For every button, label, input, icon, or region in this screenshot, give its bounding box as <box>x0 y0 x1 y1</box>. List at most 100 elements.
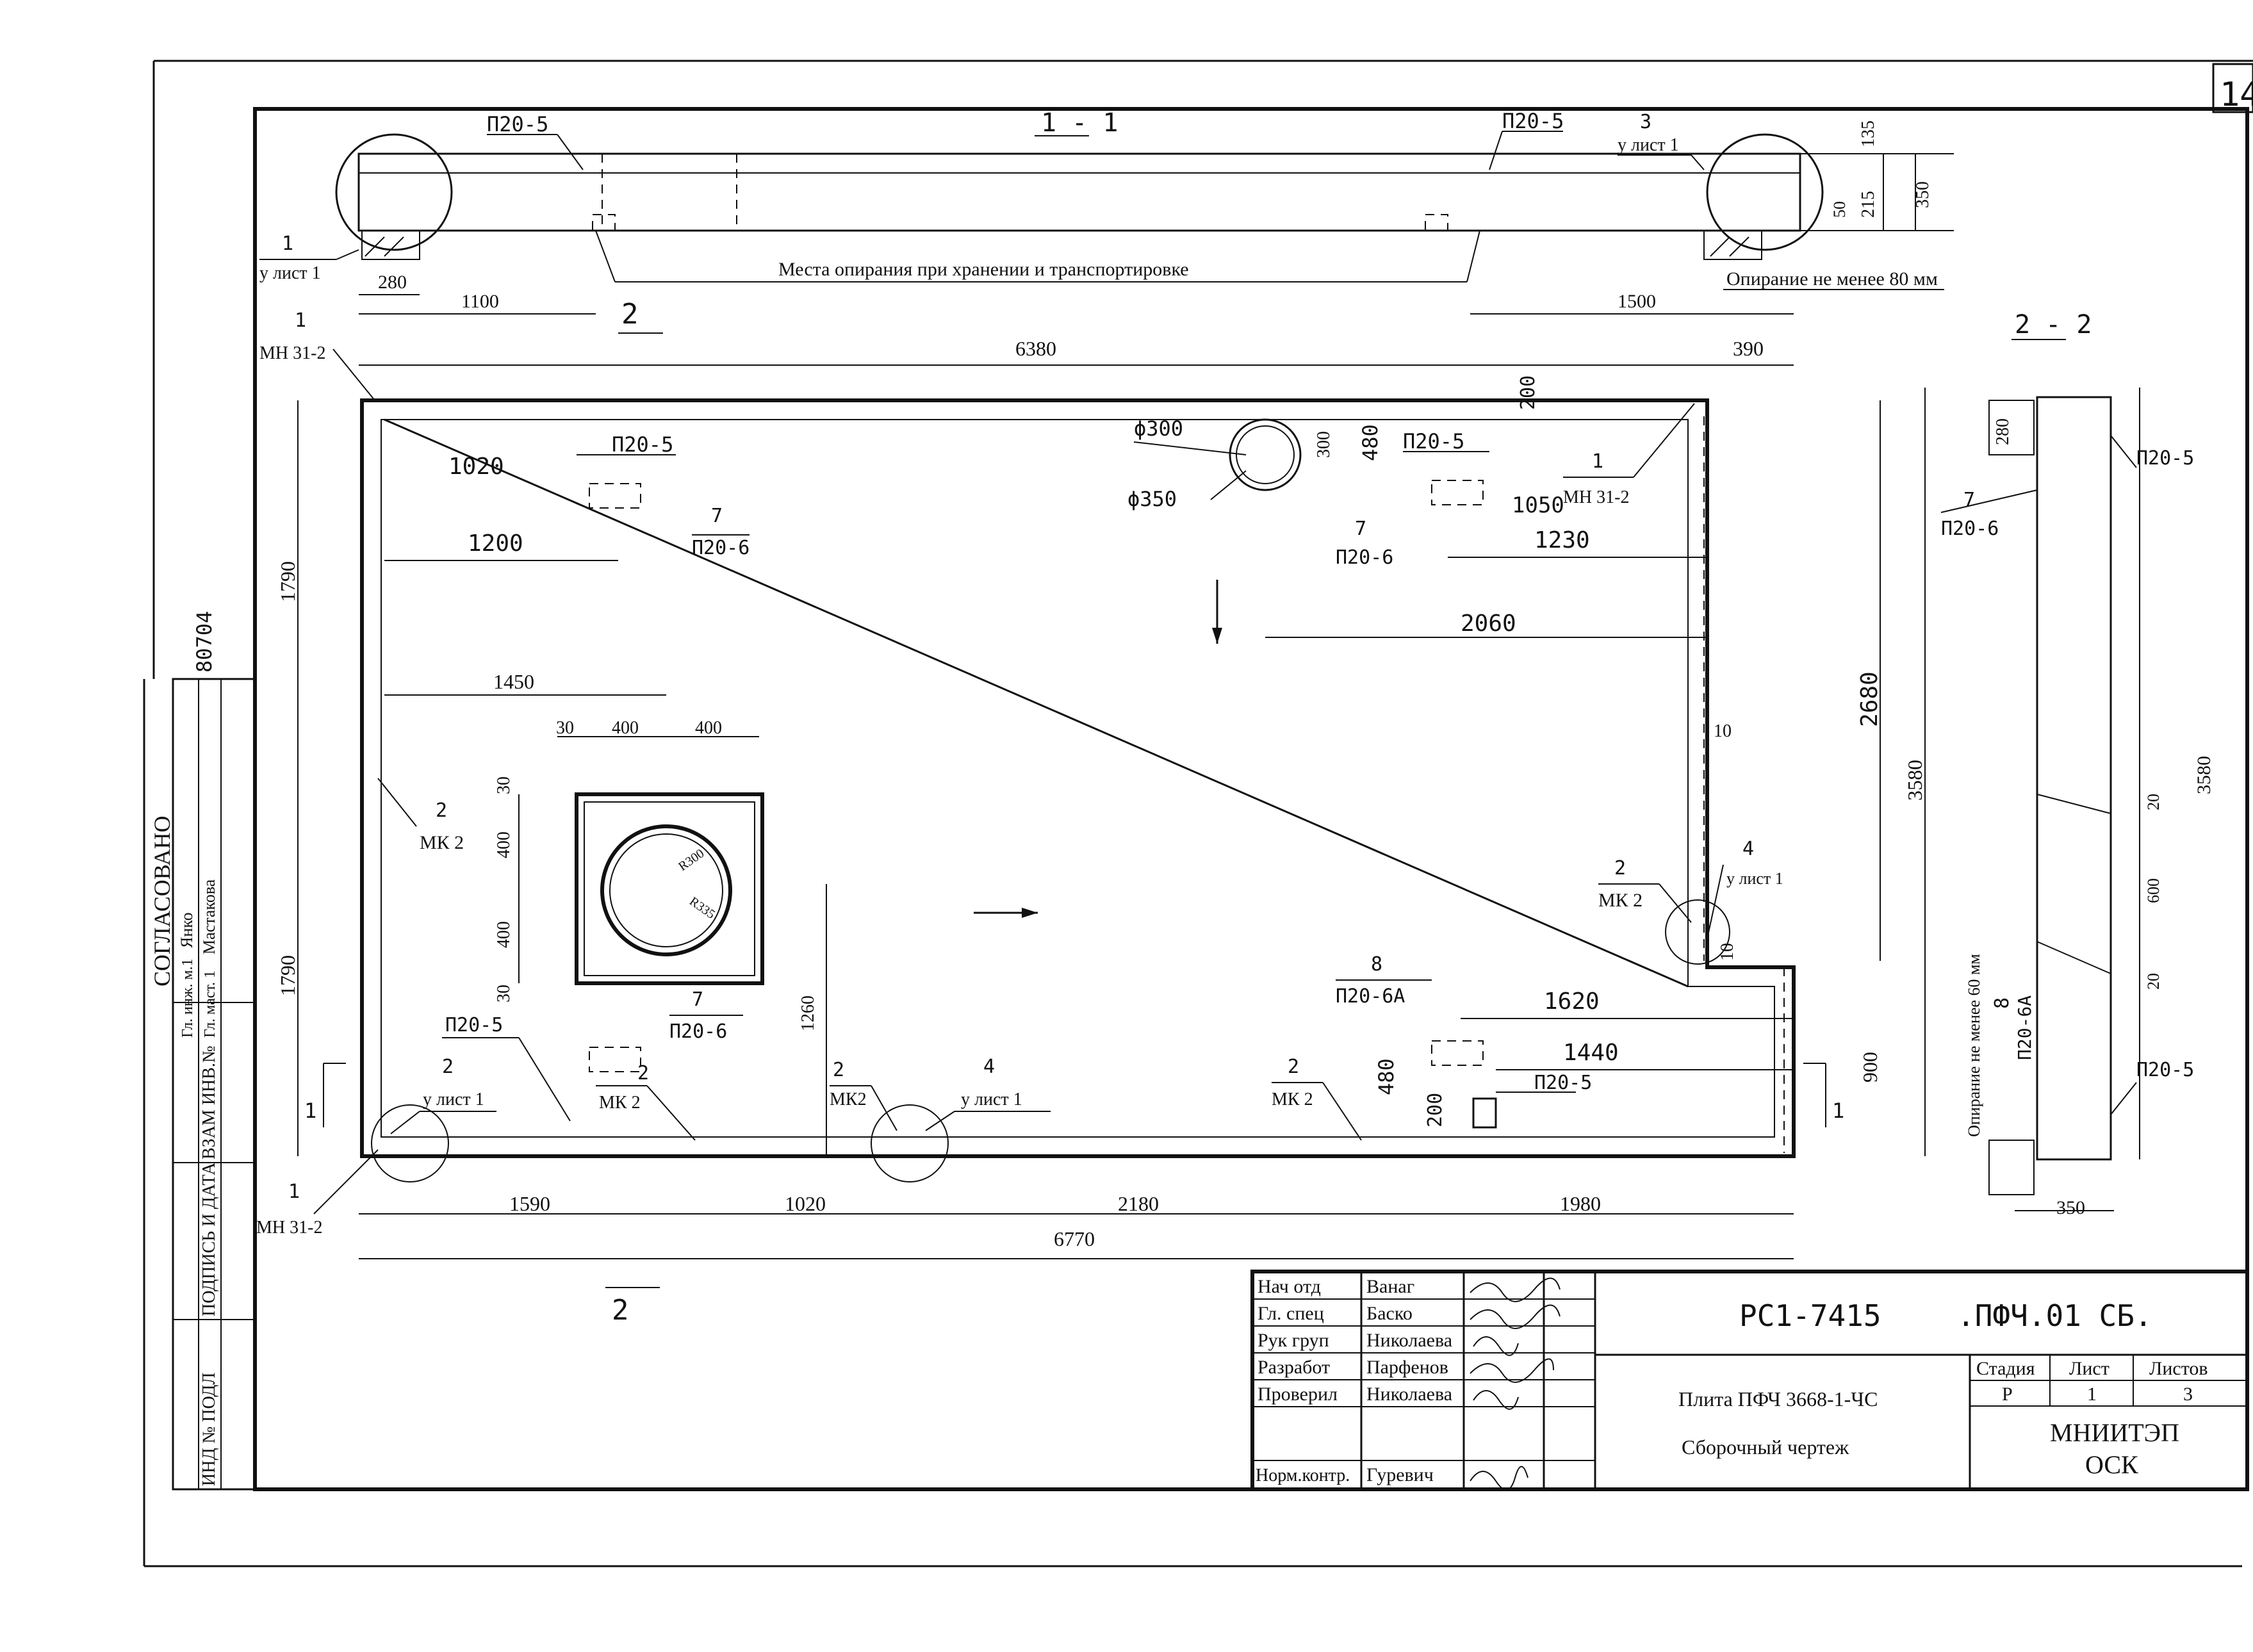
tb-name-0: Ванаг <box>1366 1276 1414 1297</box>
dim-2680: 2680 <box>1856 671 1883 727</box>
part-p20-5-c: П20-5 <box>1534 1072 1592 1094</box>
dim-1050: 1050 <box>1512 493 1564 518</box>
part-4-right: 4 <box>1742 838 1754 860</box>
tb-role-4: Проверил <box>1258 1384 1338 1405</box>
part-p20-6a: П20-6А <box>1336 985 1405 1008</box>
dim-1450: 1450 <box>493 670 534 693</box>
sheet-value: 1 <box>2087 1384 2097 1405</box>
tb-role-6: Норм.контр. <box>1256 1466 1350 1485</box>
stamp-role-2: Гл. маст. 1 <box>202 970 218 1038</box>
dim-200-bottom: 200 <box>1424 1093 1446 1127</box>
sheet-number: 14 <box>2220 76 2253 114</box>
sec22-dim-20-b: 20 <box>2144 973 2163 990</box>
part-2-right: 2 <box>1614 857 1626 879</box>
diam-300: ϕ300 <box>1134 416 1183 441</box>
sec22-7: 7 <box>1963 489 1975 511</box>
product-name: Плита ПФЧ 3668-1-ЧС <box>1678 1387 1878 1411</box>
tb-name-6: Гуревич <box>1366 1464 1434 1485</box>
doc-type: Сборочный чертеж <box>1682 1435 1849 1459</box>
dim-1620: 1620 <box>1544 988 1600 1015</box>
tb-name-2: Николаева <box>1366 1330 1452 1351</box>
dim-215: 215 <box>1858 191 1878 218</box>
cut-2-top: 2 <box>621 298 639 331</box>
support-note: Места опирания при хранении и транспорти… <box>778 259 1189 280</box>
dim-400-c: 400 <box>494 831 514 858</box>
dim-1590: 1590 <box>509 1192 550 1215</box>
part-mk2b: МК2 <box>830 1090 867 1109</box>
sheets-label: Листов <box>2149 1358 2208 1379</box>
tb-role-2: Рук груп <box>1258 1330 1329 1351</box>
part-mk2-left: МК 2 <box>420 832 464 853</box>
part-mn31-2-tr: МН 31-2 <box>1563 487 1629 507</box>
dim-30-c: 30 <box>494 985 514 1002</box>
sec22-dim-600: 600 <box>2144 878 2163 903</box>
dim-50: 50 <box>1830 201 1849 218</box>
dim-1500: 1500 <box>1618 291 1656 312</box>
dim-2060: 2060 <box>1461 610 1516 637</box>
sec22-dim-20-a: 20 <box>2144 794 2163 810</box>
sec22-dim-3580: 3580 <box>2193 756 2215 794</box>
dim-1200: 1200 <box>468 530 523 557</box>
part-mk2-mid: МК 2 <box>599 1093 641 1113</box>
dim-280: 280 <box>378 272 407 293</box>
side-stamp: СОГЛАСОВАНО Гл. инж. м.1 Янко Гл. маст. … <box>149 611 256 1491</box>
radius-300: R300 <box>676 846 707 874</box>
section-1-1-title: 1 - 1 <box>1041 108 1118 138</box>
sec22-8: 8 <box>1991 997 2013 1009</box>
sec22-p20-5-bottom: П20-5 <box>2136 1059 2194 1081</box>
part-u-list-4-right: у лист 1 <box>1726 869 1783 888</box>
stamp-role-1: Гл. инж. м.1 <box>179 958 196 1038</box>
part-p20-6-c: П20-6 <box>669 1020 727 1043</box>
dim-1790-top: 1790 <box>276 561 299 602</box>
part-4-bottom: 4 <box>983 1056 995 1078</box>
dim-2180: 2180 <box>1118 1192 1159 1215</box>
dim-1100: 1100 <box>461 291 499 312</box>
tb-name-1: Баско <box>1366 1303 1413 1324</box>
sec22-dim-280: 280 <box>1993 418 2013 445</box>
diam-350: ϕ350 <box>1127 487 1177 511</box>
label-u-list-1: у лист 1 <box>259 263 321 283</box>
dim-135: 135 <box>1858 120 1878 147</box>
part-p20-6-b: П20-6 <box>1336 546 1393 569</box>
part-mk2-right: МК 2 <box>1598 890 1643 911</box>
stage-value: Р <box>2002 1384 2013 1405</box>
dim-1020-bottom: 1020 <box>785 1192 826 1215</box>
part-1-tl: 1 <box>295 309 306 332</box>
sec22-p20-6a: П20-6А <box>2014 995 2035 1060</box>
part-1-tr: 1 <box>1592 450 1603 473</box>
dim-1260: 1260 <box>798 995 818 1031</box>
plan-view: 6380 390 1590 1020 2180 1980 6770 1790 1… <box>256 309 1926 1327</box>
inv-number: 80704 <box>192 611 217 673</box>
dim-480-bottom: 480 <box>1374 1058 1398 1095</box>
section-2-2-title: 2 - 2 <box>2015 310 2092 339</box>
org-name: МНИИТЭП <box>2050 1418 2179 1447</box>
cut-2-bottom: 2 <box>612 1294 629 1327</box>
part-8: 8 <box>1371 953 1382 976</box>
bearing-note-80: Опирание не менее 80 мм <box>1726 268 1938 290</box>
dim-3580: 3580 <box>1903 760 1926 801</box>
part-p20-5-b: П20-5 <box>1403 429 1464 454</box>
tb-name-3: Парфенов <box>1366 1357 1448 1378</box>
part-2-bl: 2 <box>442 1056 454 1078</box>
stamp-col-vzam: ВЗАМ ИНВ.№ <box>199 1045 219 1159</box>
dim-6380: 6380 <box>1015 337 1056 360</box>
part-7-c: 7 <box>692 988 703 1011</box>
part-7-b: 7 <box>1355 518 1366 540</box>
part-7-a: 7 <box>711 505 723 527</box>
part-p20-5-a: П20-5 <box>612 432 673 457</box>
stamp-col-ind: ИНД № ПОДЛ <box>199 1373 219 1486</box>
label-u-list-3: у лист 1 <box>1618 135 1679 155</box>
radius-335: R335 <box>687 894 717 922</box>
label-3: 3 <box>1640 111 1651 133</box>
stamp-name-2: Мастакова <box>200 879 218 954</box>
dim-30-b: 30 <box>494 776 514 794</box>
dim-300-h: 300 <box>1314 431 1334 458</box>
cut-1-left: 1 <box>304 1099 316 1123</box>
tb-role-0: Нач отд <box>1258 1276 1321 1297</box>
dim-400-b: 400 <box>695 718 722 738</box>
part-2-mk2b: 2 <box>833 1059 844 1081</box>
section-2-2: 2 - 2 П20-5 7 П20-6 8 П20-6А П20-5 280 3… <box>1940 310 2215 1218</box>
stage-label: Стадия <box>1976 1358 2035 1379</box>
dim-400-a: 400 <box>612 718 639 738</box>
sec22-p20-5-top: П20-5 <box>2136 447 2194 470</box>
